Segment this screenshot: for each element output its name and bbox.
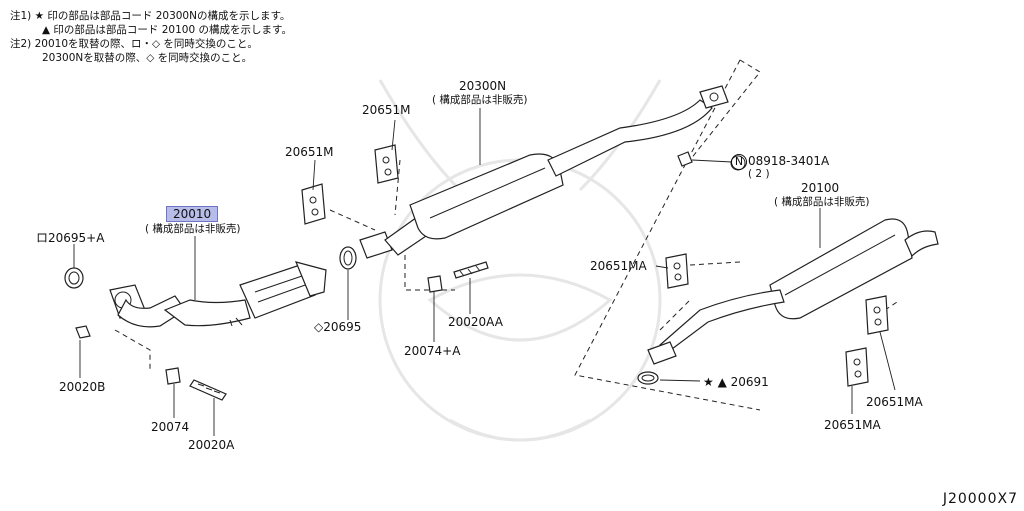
dashed-guide-lines (114, 59, 901, 411)
note-line-1: 注1) ★ 印の部品は部品コード 20300Nの構成を示します。 (10, 10, 291, 22)
label-20020b[interactable]: 20020B (59, 380, 106, 394)
note-line-2: ▲ 印の部品は部品コード 20100 の構成を示します。 (42, 24, 292, 36)
label-20651ma-right[interactable]: 20651MA (866, 395, 923, 409)
fastener-parts (75, 151, 746, 401)
label-20695a[interactable]: ロ20695+A (36, 231, 105, 245)
label-08918-quantity: ( 2 ) (748, 168, 770, 180)
label-20100-note: ( 構成部品は非販売) (774, 196, 870, 208)
label-08918-3401a[interactable]: 08918-3401A (748, 154, 830, 168)
label-20651m-upper[interactable]: 20651M (362, 103, 411, 117)
gasket-parts (64, 246, 659, 385)
label-20010-highlighted[interactable]: 20010 (166, 206, 219, 222)
note-line-3: 注2) 20010を取替の際、ロ・◇ を同時交換のこと。 (10, 38, 258, 50)
leader-lines (73, 108, 896, 436)
label-20651ma-bottom[interactable]: 20651MA (824, 418, 881, 432)
rubber-hangers (301, 144, 889, 387)
rear-muffler (647, 218, 939, 365)
label-20300n-note: ( 構成部品は非販売) (432, 94, 528, 106)
label-20691[interactable]: ★ ▲ 20691 (703, 375, 769, 389)
front-pipe-catalyst (109, 261, 327, 328)
label-20100[interactable]: 20100 (801, 181, 840, 195)
label-20010-note: ( 構成部品は非販売) (145, 223, 241, 235)
center-muffler (359, 85, 729, 259)
label-20651m-lower[interactable]: 20651M (285, 145, 334, 159)
label-20074[interactable]: 20074 (151, 420, 190, 434)
diagram-code: J20000X7 (942, 491, 1018, 507)
label-20020aa[interactable]: 20020AA (448, 315, 503, 329)
note-line-4: 20300Nを取替の際、◇ を同時交換のこと。 (42, 52, 253, 64)
label-20695[interactable]: ◇20695 (314, 320, 362, 334)
label-20020a[interactable]: 20020A (188, 438, 235, 452)
label-20300n[interactable]: 20300N (459, 79, 507, 93)
label-20074a[interactable]: 20074+A (404, 344, 461, 358)
label-20651ma-left[interactable]: 20651MA (590, 259, 647, 273)
n-mark-icon: N (731, 154, 747, 170)
